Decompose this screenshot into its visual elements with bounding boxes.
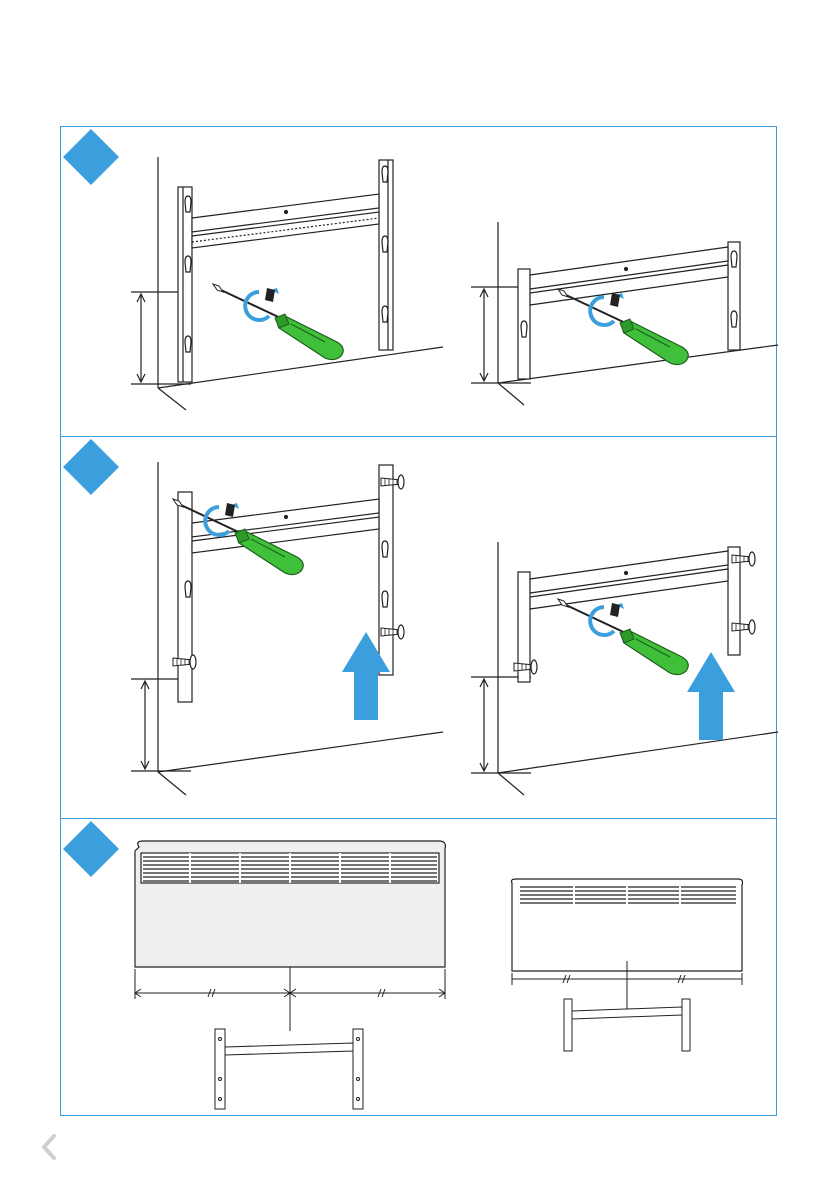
step-2-badge-icon [61, 437, 121, 497]
low-heater-front-illustration [506, 879, 751, 1059]
tall-bracket-screw-illustration [131, 152, 451, 412]
step-1-row [61, 127, 776, 436]
chevron-left-icon[interactable] [38, 1132, 62, 1162]
low-bracket-screw-illustration [466, 217, 781, 417]
tall-bracket-lift-illustration [131, 457, 451, 807]
step-1-badge-icon [61, 127, 121, 187]
step-2-row [61, 436, 776, 819]
step-3-row [61, 818, 776, 1116]
tall-heater-front-illustration [131, 839, 451, 1104]
step-3-badge-icon [61, 819, 121, 879]
instruction-frame [60, 126, 777, 1116]
low-bracket-lift-illustration [466, 537, 781, 807]
